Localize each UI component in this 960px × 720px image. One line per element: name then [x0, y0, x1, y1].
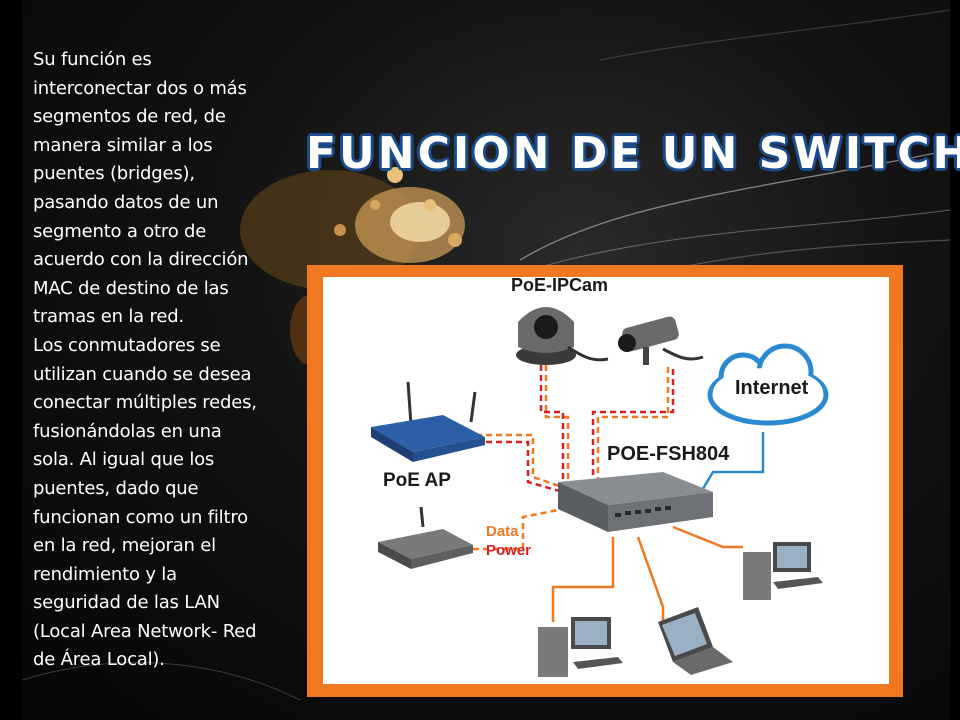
diagram-canvas: PoE-IPCam Internet POE-FSH804 PoE AP Dat… [323, 275, 889, 684]
link-router-switch [473, 507, 564, 551]
desktop-pc-icon [538, 617, 623, 677]
label-poe-ap: PoE AP [383, 470, 451, 491]
link-ipcam1-switch [544, 365, 570, 482]
desktop-pc-icon [743, 542, 823, 600]
laptop-icon [658, 607, 733, 675]
power-ipcam1 [539, 365, 565, 482]
link-switch-pc-right [672, 525, 743, 549]
label-poe-ipcam: PoE-IPCam [511, 275, 609, 295]
link-ipcam2-switch [596, 367, 670, 482]
label-internet: Internet [735, 377, 809, 399]
link-switch-internet [696, 432, 765, 498]
link-switch-pc-left [551, 537, 615, 622]
diagram-drawing [371, 307, 829, 677]
power-ap [456, 440, 564, 494]
slide-title: FUNCION DE UN SWITCH [306, 128, 960, 179]
poe-switch-icon [558, 472, 713, 532]
bullet-camera-icon [618, 316, 704, 365]
label-data: Data [486, 523, 519, 540]
label-switch: POE-FSH804 [607, 443, 730, 465]
slide-body-text: Su función es interconectar dos o más se… [33, 49, 257, 671]
router-icon [378, 506, 473, 569]
network-diagram: PoE-IPCam Internet POE-FSH804 PoE AP Dat… [307, 265, 903, 697]
power-ipcam2 [591, 369, 675, 482]
link-switch-laptop [636, 536, 665, 622]
internet-cloud-icon [707, 343, 829, 426]
label-power: Power [486, 542, 532, 559]
dome-camera-icon [516, 307, 609, 365]
access-point-icon [371, 381, 485, 462]
